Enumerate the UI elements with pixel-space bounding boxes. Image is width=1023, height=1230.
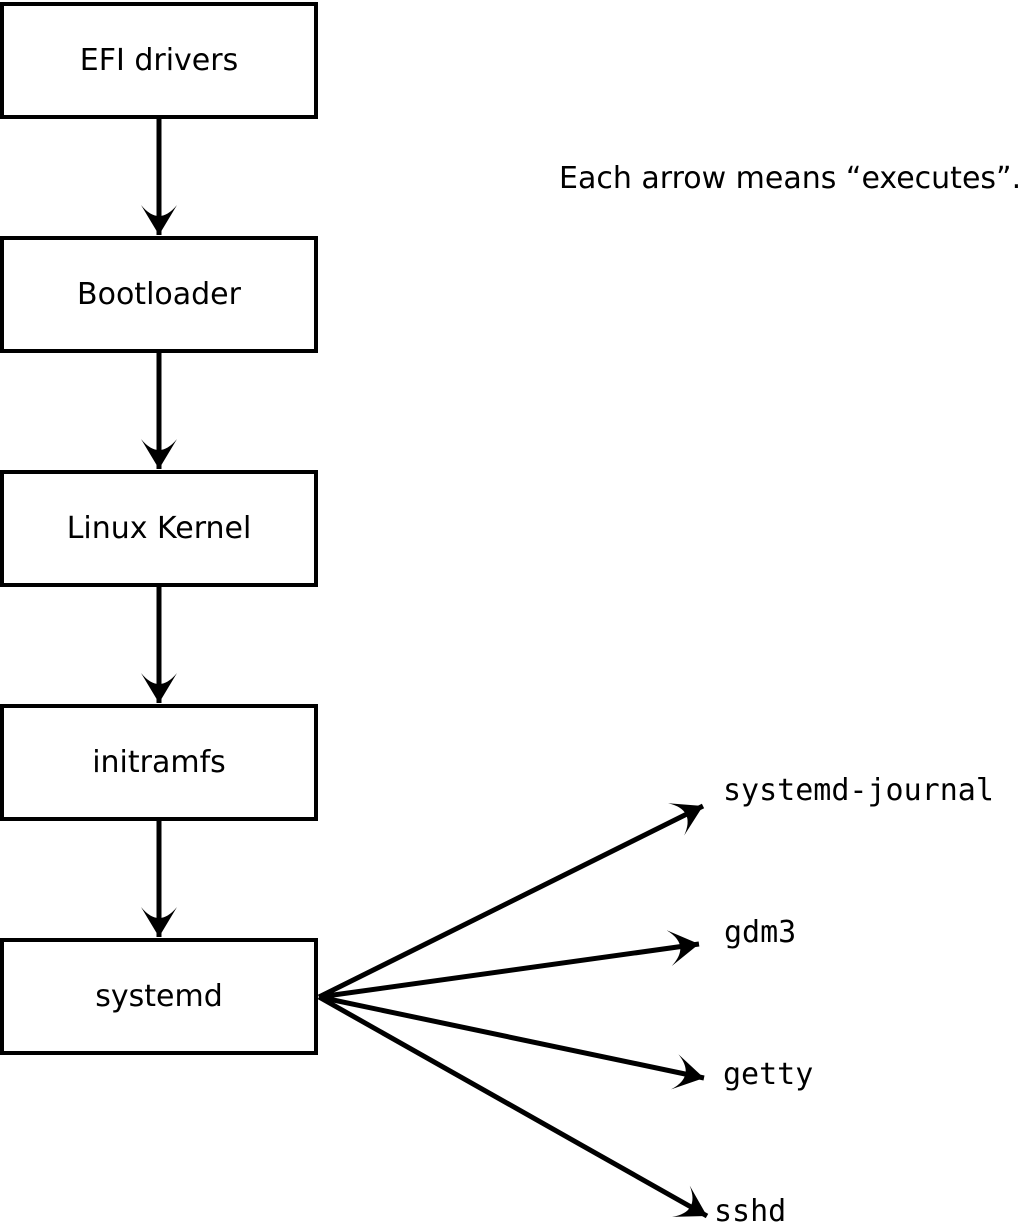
arrow-systemd-to-journal [317, 803, 705, 1000]
node-efi-drivers: EFI drivers [0, 2, 318, 119]
process-label-sshd: sshd [714, 1194, 787, 1229]
node-label: EFI drivers [79, 42, 239, 78]
arrow-systemd-to-getty [318, 994, 705, 1090]
node-label: initramfs [92, 744, 226, 780]
arrow-systemd-to-gdm3 [318, 930, 700, 1000]
node-bootloader: Bootloader [0, 236, 318, 353]
node-initramfs: initramfs [0, 704, 318, 821]
process-label-systemd-journal: systemd-journal [723, 773, 994, 808]
arrow-systemd-to-sshd [317, 994, 709, 1219]
node-label: Bootloader [77, 276, 241, 312]
node-label: systemd [95, 978, 223, 1014]
process-label-getty: getty [723, 1057, 814, 1092]
process-label-gdm3: gdm3 [724, 915, 797, 950]
node-linux-kernel: Linux Kernel [0, 470, 318, 587]
node-label: Linux Kernel [66, 510, 252, 546]
node-systemd: systemd [0, 938, 318, 1055]
legend-note: Each arrow means “executes”. [559, 161, 1022, 196]
